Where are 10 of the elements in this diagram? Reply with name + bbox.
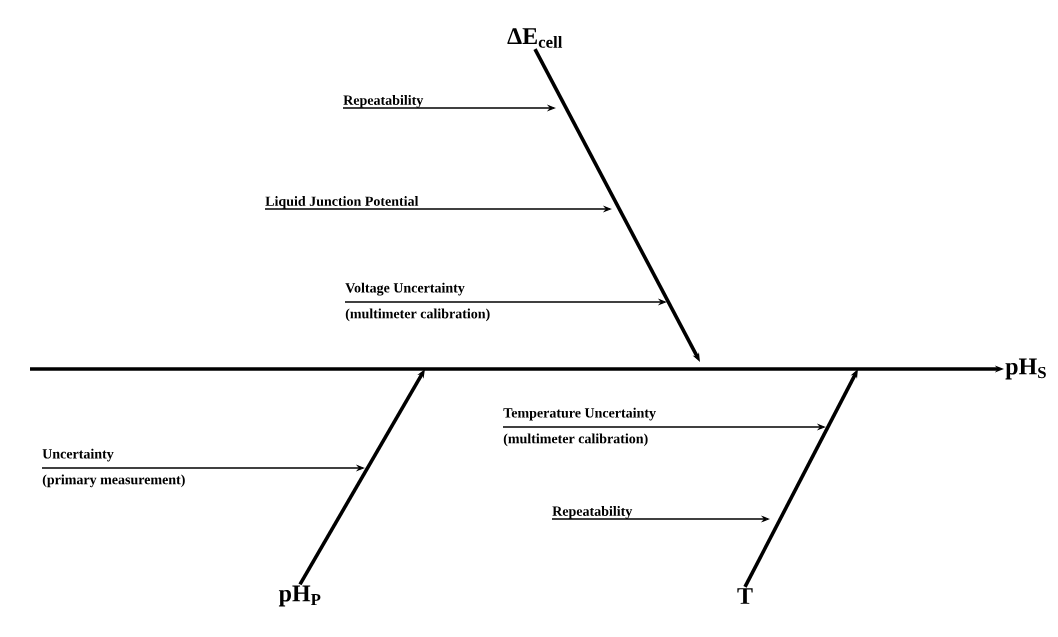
effect-label: pH$_{S}$	[1005, 358, 1046, 380]
cause-category-label: pH$_{P}$	[278, 585, 321, 607]
cause-label: Uncertainty (primary measurement)	[42, 448, 185, 488]
cause-category-label: T	[737, 588, 753, 604]
effect-label: ΔE$_{cell}$	[507, 28, 563, 48]
cause-label: Repeatability	[343, 95, 424, 108]
cause-label: Voltage Uncertainty (multimeter calibration)	[345, 282, 490, 322]
cause-label: Repeatability	[552, 506, 633, 519]
cause-label: Temperature Uncertainty (multimeter calibration)	[503, 407, 656, 447]
cause-label: Liquid Junction Potential	[265, 196, 419, 209]
